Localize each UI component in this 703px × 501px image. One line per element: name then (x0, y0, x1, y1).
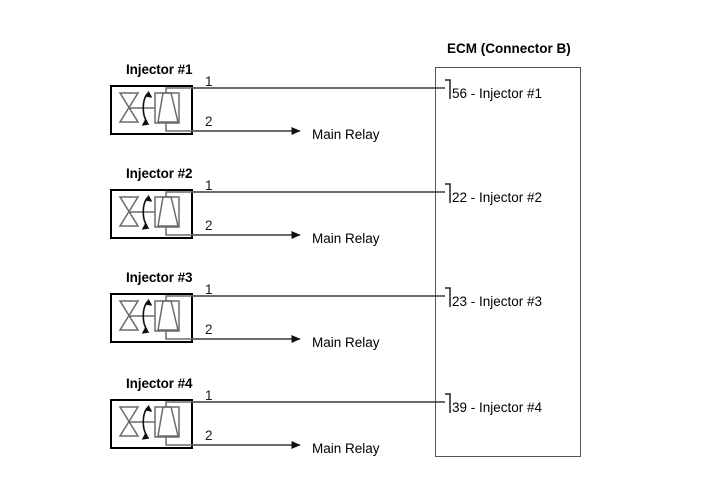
injector-1-title: Injector #1 (126, 62, 193, 77)
injector-3-main-relay-label: Main Relay (312, 335, 380, 350)
injector-2-title: Injector #2 (126, 166, 193, 181)
injector-2-main-relay-label: Main Relay (312, 231, 380, 246)
injector-3-title: Injector #3 (126, 270, 193, 285)
injector-1-pin-1-label: 1 (205, 74, 213, 89)
injector-2-box (110, 189, 193, 239)
injector-4-pin-2-label: 2 (205, 428, 213, 443)
injector-2-pin-1-label: 1 (205, 178, 213, 193)
ecm-pin-23-label: 23 - Injector #3 (452, 294, 543, 309)
injector-4-pin-1-label: 1 (205, 388, 213, 403)
ecm-pin-22-label: 22 - Injector #2 (452, 190, 543, 205)
injector-3-pin-2-label: 2 (205, 322, 213, 337)
ecm-pin-39-label: 39 - Injector #4 (452, 400, 543, 415)
injector-2-pin-2-label: 2 (205, 218, 213, 233)
injector-3-pin-1-label: 1 (205, 282, 213, 297)
ecm-pin-56-label: 56 - Injector #1 (452, 86, 543, 101)
ecm-connector-b-box (435, 67, 581, 457)
injector-4-title: Injector #4 (126, 376, 193, 391)
injector-1-pin-2-label: 2 (205, 114, 213, 129)
injector-1-box (110, 85, 193, 135)
injector-4-main-relay-label: Main Relay (312, 441, 380, 456)
ecm-title: ECM (Connector B) (447, 41, 571, 56)
injector-3-box (110, 293, 193, 343)
injector-4-box (110, 399, 193, 449)
injector-1-main-relay-label: Main Relay (312, 127, 380, 142)
